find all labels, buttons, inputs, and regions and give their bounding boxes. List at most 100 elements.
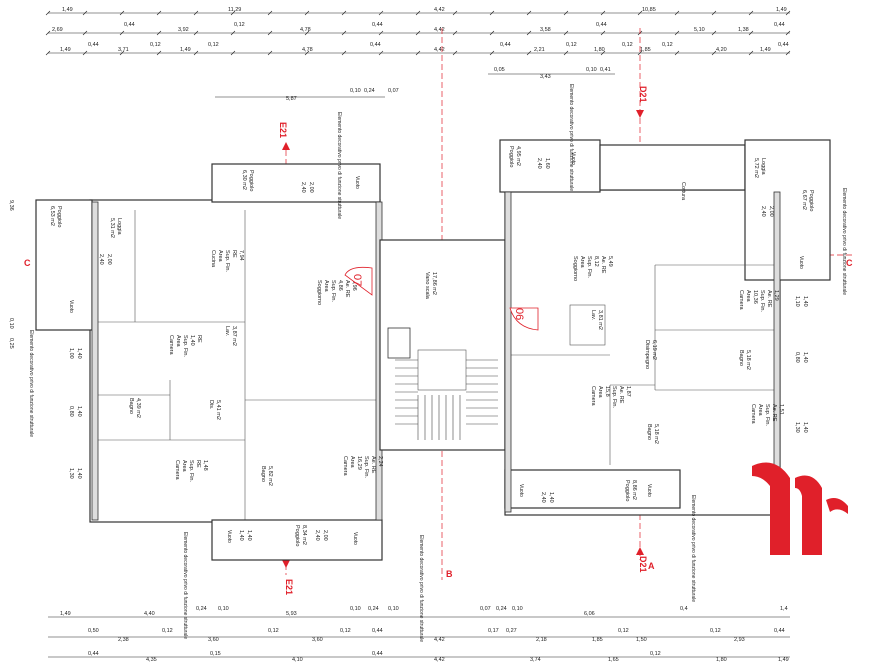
room-camera-5-l2: 10,36 [752, 290, 758, 304]
room-bagno-2-name: Bagno [260, 466, 266, 482]
room-cottura-name: Cottura [680, 182, 686, 201]
dimension-tick [341, 10, 347, 16]
dimension-tick [600, 10, 606, 16]
room-soggiorno-2-l5: 5,49 [607, 256, 613, 267]
dimension-tick [526, 50, 532, 56]
dim-b4-9: 0,12 [650, 651, 661, 657]
room-loggia-2-area: 5,72 m2 [753, 158, 759, 178]
room-soggiorno-1-l3: 4,86 [337, 280, 343, 291]
dim-b3-5: 2,18 [536, 637, 547, 643]
dimension-tick [748, 30, 754, 36]
room-camera-2-l4: Ae. RE [370, 456, 376, 474]
section-label-b: B [446, 569, 453, 579]
dimension-tick [304, 30, 310, 36]
dim-b3-2: 3,60 [208, 637, 219, 643]
win-dim-20: 2,40 [536, 158, 542, 169]
dim-top-4: 10,85 [642, 7, 656, 13]
dim-b1-7: 0,24 [368, 606, 379, 612]
room-poggiolo-3-name: Poggiolo [808, 190, 814, 211]
win-dim-21: 1,40 [548, 492, 554, 503]
room-lav-2-area: 3,81 m2 [597, 310, 603, 330]
room-poggiolo-4-area: 8,34 m2 [301, 525, 307, 545]
room-poggiolo-3-area: 6,67 m2 [801, 190, 807, 210]
dim-r3-17: 4,20 [716, 47, 727, 53]
dimension-tick [230, 50, 236, 56]
dimension-tick [489, 30, 495, 36]
room-camera-5-name: Camera [738, 290, 744, 311]
room-soggiorno-1-l2: Sup. Fin. [330, 280, 336, 302]
dimension-tick [785, 50, 791, 56]
dim-top-2: 11,29 [228, 7, 241, 13]
section-label-c-left: C [24, 258, 31, 268]
dim-r3-13: 1,80 [594, 47, 605, 53]
room-camera-3-l2: Sup. Fin. [188, 460, 194, 482]
dim-r3-5: 1,49 [180, 47, 191, 53]
dimension-tick [378, 30, 384, 36]
dim-b1-5: 5,93 [286, 611, 297, 617]
dimension-tick [674, 50, 680, 56]
dim-r3-15: 1,85 [640, 47, 651, 53]
room-soggiorno-2-l3: 8,12 [593, 256, 599, 267]
dim-r3-18: 1,49 [760, 47, 771, 53]
dim-r2-9: 0,44 [596, 22, 607, 28]
dim-b4-6: 4,42 [434, 657, 445, 663]
room-camera-6-l3: Ae. RE [771, 404, 777, 422]
dimension-tick [452, 10, 458, 16]
room-camera-1-l2: Sup. Fin. [182, 335, 188, 357]
dimension-tick [489, 50, 495, 56]
room-camera-4-l4: Ae. RE [618, 386, 624, 404]
dimension-tick [156, 50, 162, 56]
dimension-tick [193, 10, 199, 16]
dim-b1-12: 6,06 [584, 611, 595, 617]
window-dims: 1,00 1,40 0,80 1,40 1,30 1,40 1,10 1,40 … [68, 158, 808, 541]
section-label-d21-bottom: D21 [638, 556, 648, 573]
dim-r3-7: 4,78 [302, 47, 313, 53]
room-soggiorno-1-l4: Ae. RE [344, 280, 350, 298]
win-dim-24: 2,40 [314, 530, 320, 541]
dim-b2-8: 0,12 [618, 628, 629, 634]
dimension-tick [82, 10, 88, 16]
dimension-tick [637, 10, 643, 16]
room-camera-3-l1: Area [181, 460, 187, 473]
section-label-d21-top: D21 [638, 86, 648, 103]
dim-b4-5: 0,44 [372, 651, 383, 657]
dim-r3-14: 0,12 [622, 42, 633, 48]
dimension-tick [452, 50, 458, 56]
dimension-tick [711, 50, 717, 56]
section-arrow-d21-top [636, 110, 644, 118]
room-poggiolo-2-area: 6,53 m2 [49, 206, 55, 226]
dimension-tick [452, 30, 458, 36]
room-cucina-l2: Sup. Fin. [224, 250, 230, 272]
note-elemento-bottom-mid: Elemento decorativo privo di funzione st… [418, 535, 424, 642]
win-dim-22: 2,40 [540, 492, 546, 503]
room-bagno-3-area: 5,18 m2 [653, 424, 659, 444]
room-loggia-1-area: 5,31 m2 [109, 218, 115, 238]
note-vuoto-2: Vuoto [354, 176, 360, 189]
dimension-tick [415, 10, 421, 16]
room-cucina-l4: 7,94 [238, 250, 244, 261]
dimension-tick [119, 50, 125, 56]
dim-b1-2: 4,40 [144, 611, 155, 617]
room-bagno-1-area: 4,39 m2 [135, 398, 141, 418]
dim-b2-1: 0,50 [88, 628, 99, 634]
dim-b4-1: 0,44 [88, 651, 99, 657]
room-camera-4-l5: 1,87 [625, 386, 631, 397]
note-elemento-top: Elemento decorativo privo di funzione st… [568, 84, 574, 191]
dim-b2-6: 0,17 [488, 628, 499, 634]
room-soggiorno-1-l1: Area [323, 280, 329, 293]
dimension-tick [378, 10, 384, 16]
dim-r2-12: 0,44 [774, 22, 785, 28]
dim-r3-12: 0,12 [566, 42, 577, 48]
room-soggiorno-2-l2: Sup. Fin. [586, 256, 592, 278]
stair-core [379, 239, 506, 451]
win-dim-2: 1,40 [76, 348, 82, 359]
room-camera-3-l4: 1,48 [202, 460, 208, 471]
room-camera-4-l2: 15,8 [604, 386, 610, 397]
dim-b3-8: 2,93 [734, 637, 745, 643]
dim-b2-7: 0,27 [506, 628, 517, 634]
note-elemento-right: Elemento decorativo privo di funzione st… [841, 188, 847, 295]
dimension-tick [711, 10, 717, 16]
room-poggiolo-1-name: Poggiolo [248, 170, 254, 191]
dimension-tick [415, 30, 421, 36]
